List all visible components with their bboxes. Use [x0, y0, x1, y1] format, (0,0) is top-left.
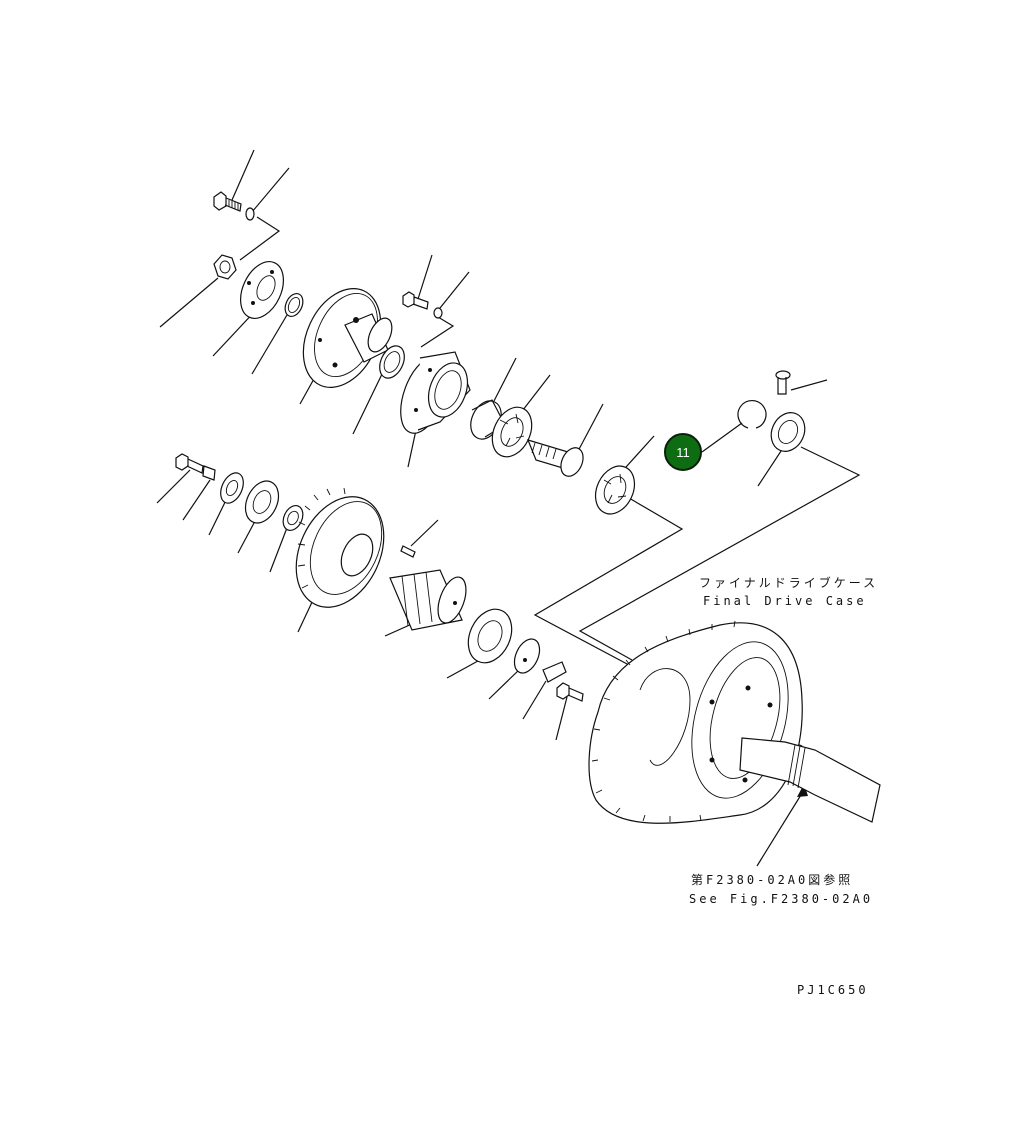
- splined-plate: [240, 261, 284, 319]
- lock-nut-right: [770, 412, 806, 452]
- final-drive-case-label-en: Final Drive Case: [703, 594, 867, 608]
- pinion-shaft: [389, 569, 467, 631]
- lock-washer-top-left: [245, 207, 255, 221]
- bolt-upper-right: [775, 370, 791, 395]
- callout-11-badge[interactable]: 11: [664, 433, 702, 471]
- lock-plate-lower: [542, 661, 567, 683]
- roller-bearing-right: [594, 465, 636, 515]
- lock-washer-top-middle: [433, 307, 443, 319]
- thrust-washer-left: [220, 472, 244, 504]
- roller-bearing-lower-left: [244, 480, 280, 524]
- planetary-gear: [295, 487, 385, 608]
- bolt-top-middle: [402, 291, 429, 310]
- bolt-top-left: [213, 191, 242, 212]
- hub-flange: [400, 351, 471, 434]
- ring-seal-middle: [379, 345, 405, 379]
- nut-left: [213, 254, 237, 280]
- retainer-plate: [513, 638, 541, 674]
- see-fig-label-en: See Fig.F2380-02A0: [689, 892, 874, 906]
- see-fig-label-jp: 第F2380-02A0図参照: [691, 873, 854, 887]
- lock-plate-lower-left: [202, 465, 216, 481]
- final-drive-case: [588, 620, 881, 824]
- seal-ring-left: [284, 293, 304, 317]
- splined-shaft: [526, 439, 584, 477]
- spacer-ring: [282, 505, 304, 531]
- drawing-code: PJ1C650: [797, 983, 869, 997]
- final-drive-case-label-jp: ファイナルドライブケース: [699, 576, 879, 590]
- bolt-lower-left: [175, 453, 204, 474]
- carrier-housing: [302, 288, 393, 388]
- dowel-pin: [400, 545, 416, 558]
- roller-bearing-lower: [467, 608, 513, 664]
- bolt-lower-right: [556, 682, 584, 702]
- snap-ring: [737, 399, 767, 429]
